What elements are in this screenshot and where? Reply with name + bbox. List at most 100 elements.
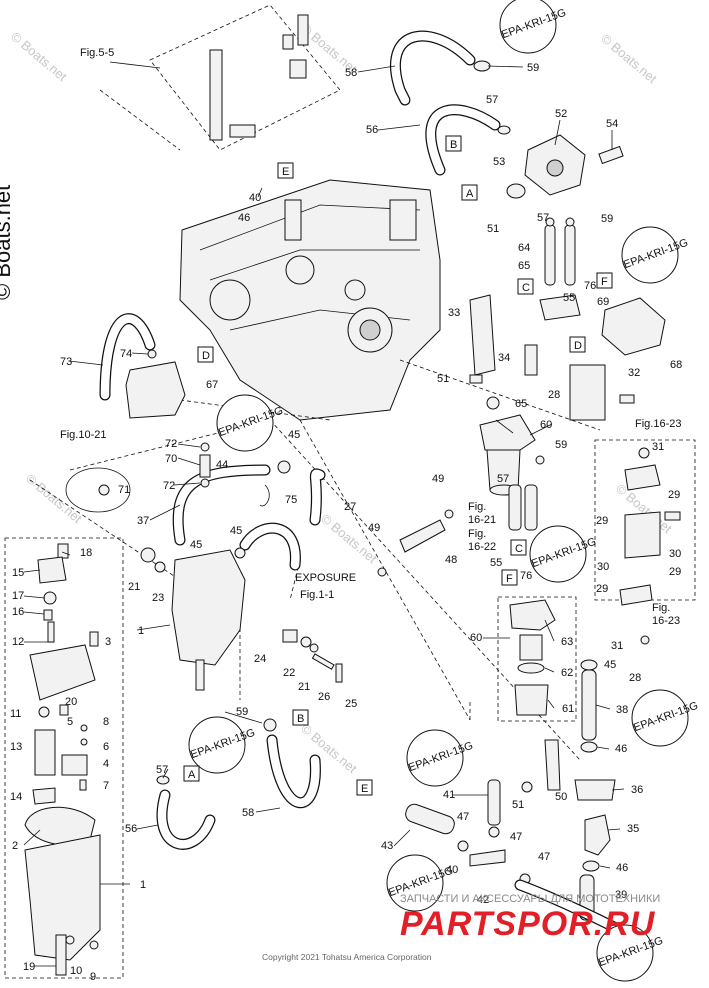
exposure-label: EXPOSURE [295,572,356,584]
svg-text:B: B [450,139,457,151]
svg-text:1: 1 [140,879,146,891]
svg-text:59: 59 [601,213,613,225]
svg-text:27: 27 [344,501,356,513]
svg-text:29: 29 [596,583,608,595]
svg-text:73: 73 [60,356,72,368]
svg-text:45: 45 [230,525,242,537]
svg-text:20: 20 [65,696,77,708]
svg-text:60: 60 [470,632,482,644]
svg-text:5: 5 [67,716,73,728]
svg-text:58: 58 [242,807,254,819]
svg-text:46: 46 [238,212,250,224]
svg-text:50: 50 [555,791,567,803]
svg-text:47: 47 [510,831,522,843]
letter-box-b-top: B [445,135,462,152]
svg-text:53: 53 [493,156,505,168]
fig-16-21-label-a: Fig. [468,501,486,513]
svg-text:2: 2 [12,840,18,852]
gasket-2 [24,806,96,846]
svg-text:45: 45 [604,659,616,671]
svg-text:72: 72 [163,480,175,492]
fuel-pump-52 [524,134,586,196]
svg-text:51: 51 [487,223,499,235]
svg-text:23: 23 [152,592,164,604]
hose-38 [581,669,597,741]
svg-text:58: 58 [345,67,357,79]
svg-text:31: 31 [611,640,623,652]
svg-text:59: 59 [236,706,248,718]
svg-text:59: 59 [527,62,539,74]
letter-box-e-top: E [277,162,294,179]
svg-text:46: 46 [616,862,628,874]
svg-text:F: F [506,573,513,585]
svg-text:22: 22 [283,667,295,679]
svg-text:62: 62 [561,667,573,679]
letter-box-c-top: C [517,278,534,295]
svg-text:B: B [297,713,304,725]
regulator-15 [37,556,67,584]
cover-12 [29,644,96,701]
svg-text:29: 29 [668,489,680,501]
injector [229,124,256,138]
svg-text:55: 55 [563,292,575,304]
svg-text:71: 71 [118,484,130,496]
fig-16-23-b-label: Fig. [652,602,670,614]
hose-41 [487,779,501,826]
svg-text:32: 32 [628,367,640,379]
part-35 [584,814,611,856]
epa-tag-6: EPA-KRI-15G [406,729,475,787]
fig-10-21-label: Fig.10-21 [60,429,106,441]
svg-text:57: 57 [497,473,509,485]
svg-text:© Boats.net: © Boats.net [298,721,360,777]
epa-tag-5: EPA-KRI-15G [188,716,257,774]
svg-text:52: 52 [555,108,567,120]
svg-text:29: 29 [669,566,681,578]
svg-text:43: 43 [381,840,393,852]
fig-16-22-label-a: Fig. [468,528,486,540]
svg-text:16: 16 [12,606,24,618]
svg-text:76: 76 [520,570,532,582]
svg-text:51: 51 [437,373,449,385]
detail-circle-71 [65,467,131,513]
svg-text:30: 30 [669,548,681,560]
pump-13 [34,729,56,776]
vapor-separator-1 [171,549,246,666]
svg-text:10: 10 [70,965,82,977]
svg-text:© Boats.net: © Boats.net [23,471,85,527]
svg-text:64: 64 [518,242,530,254]
svg-text:76: 76 [584,280,596,292]
copyright-notice: Copyright 2021 Tohatsu America Corporati… [262,952,432,962]
svg-text:D: D [202,350,210,362]
letter-box-e-bottom: E [356,779,373,796]
letter-box-f-mid: F [501,569,518,586]
shop-brand-logo: PARTSPOR.RU [400,905,656,943]
part-number-callouts: 58 59 57 52 56 54 53 40 46 57 59 51 64 6… [10,62,682,983]
side-watermark: © Boats.net [0,184,15,300]
svg-text:8: 8 [103,716,109,728]
svg-text:12: 12 [12,636,24,648]
svg-text:60: 60 [540,419,552,431]
fig-16-22-label-b: 16-22 [468,541,496,553]
svg-text:40: 40 [446,864,458,876]
svg-text:21: 21 [128,581,140,593]
fig-16-23-c-label: 16-23 [652,615,680,627]
svg-text:D: D [574,340,582,352]
svg-text:E: E [361,783,368,795]
svg-text:9: 9 [90,971,96,983]
svg-text:49: 49 [432,473,444,485]
svg-text:A: A [466,188,474,200]
svg-text:6: 6 [103,741,109,753]
letter-box-c-mid: C [510,539,527,556]
svg-text:65: 65 [518,260,530,272]
part-68 [601,297,666,356]
svg-text:59: 59 [555,439,567,451]
svg-text:24: 24 [254,653,266,665]
svg-text:F: F [601,276,608,288]
svg-text:38: 38 [616,704,628,716]
svg-text:30: 30 [597,561,609,573]
letter-box-d-left: D [197,346,214,363]
engine-block [179,179,441,421]
clamp-36 [574,779,616,801]
svg-text:28: 28 [629,672,641,684]
